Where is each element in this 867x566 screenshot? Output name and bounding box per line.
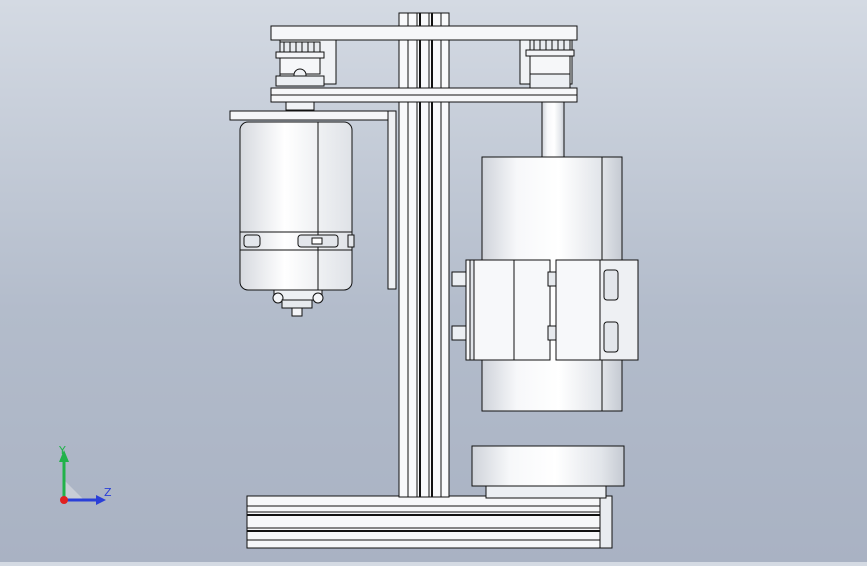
motor-bracket[interactable] xyxy=(229,110,397,290)
y-axis-label: Y xyxy=(58,444,66,457)
z-arrow-icon xyxy=(96,495,106,505)
right-pulley[interactable] xyxy=(525,39,575,159)
dc-motor[interactable] xyxy=(239,121,355,317)
x-axis-icon xyxy=(60,496,68,504)
left-pulley[interactable] xyxy=(275,41,325,111)
base-extrusion[interactable] xyxy=(246,495,613,549)
triad-plane-icon xyxy=(64,480,84,500)
clamp-assembly[interactable] xyxy=(451,259,639,361)
work-fixture[interactable] xyxy=(471,445,625,499)
vertical-extrusion[interactable] xyxy=(398,12,450,498)
orientation-triad: Y Z xyxy=(58,444,112,505)
z-axis-label: Z xyxy=(104,486,112,499)
y-arrow-icon xyxy=(59,450,69,462)
